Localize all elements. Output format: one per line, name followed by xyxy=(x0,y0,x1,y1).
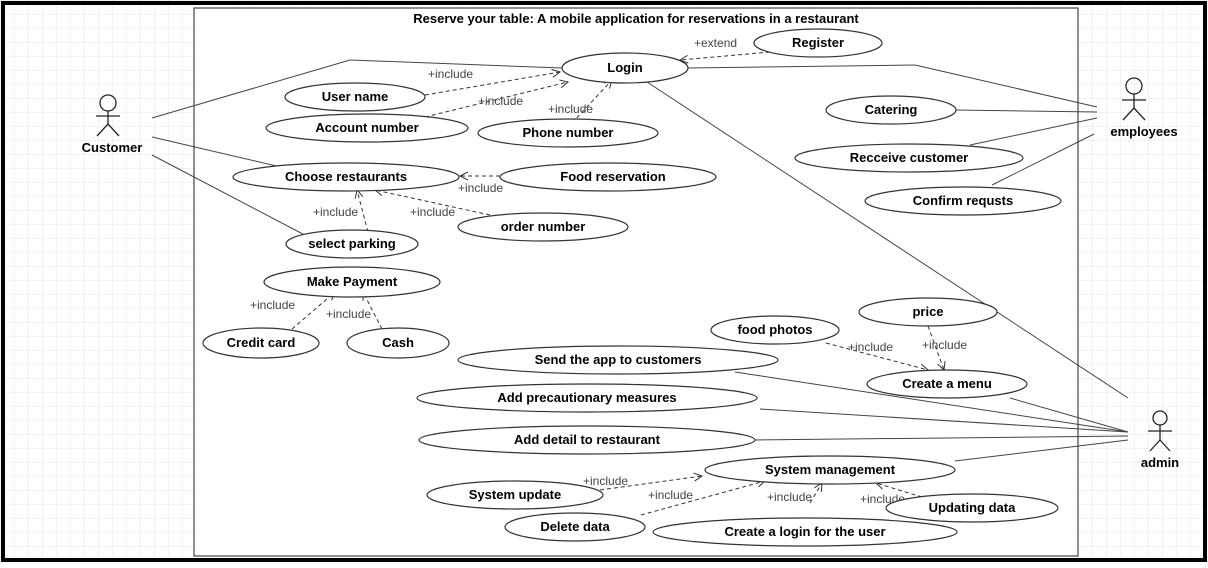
relation-labels: +extend +include +include +include +incl… xyxy=(250,36,967,506)
use-case-add-detail: Add detail to restaurant xyxy=(514,432,661,447)
use-case-make-payment: Make Payment xyxy=(307,274,398,289)
use-case-send-app: Send the app to customers xyxy=(535,352,702,367)
use-case-select-parking: select parking xyxy=(308,236,395,251)
actor-employees-label: employees xyxy=(1110,124,1177,139)
diagram-title: Reserve your table: A mobile application… xyxy=(413,11,859,26)
include-label-select-parking: +include xyxy=(313,205,358,219)
association-lines xyxy=(151,59,1129,462)
use-case-receive-customer: Recceive customer xyxy=(850,150,969,165)
include-label-food-photos: +include xyxy=(848,340,893,354)
include-label-order-number: +include xyxy=(410,205,455,219)
use-case-system-update: System update xyxy=(469,487,561,502)
include-label-phone-number: +include xyxy=(548,102,593,116)
include-label-user-name: +include xyxy=(428,67,473,81)
use-case-catering: Catering xyxy=(865,102,918,117)
use-case-price: price xyxy=(912,304,943,319)
use-case-register: Register xyxy=(792,35,844,50)
use-case-order-number: order number xyxy=(501,219,586,234)
include-label-cash: +include xyxy=(326,307,371,321)
use-case-food-reservation: Food reservation xyxy=(560,169,666,184)
use-case-delete-data: Delete data xyxy=(540,519,610,534)
include-label-system-update: +include xyxy=(583,474,628,488)
use-case-precautionary-measures: Add precautionary measures xyxy=(497,390,676,405)
use-case-user-name: User name xyxy=(322,89,388,104)
use-case-create-login: Create a login for the user xyxy=(724,524,885,539)
actor-customer-figure xyxy=(96,94,120,137)
actor-employees-figure xyxy=(1122,77,1146,121)
use-case-cash: Cash xyxy=(382,335,414,350)
use-case-login: Login xyxy=(607,60,642,75)
include-label-food-reservation: +include xyxy=(458,181,503,195)
include-label-create-login: +include xyxy=(767,490,812,504)
actor-admin-figure xyxy=(1148,410,1172,452)
use-case-confirm-requests: Confirm requsts xyxy=(913,193,1013,208)
use-case-credit-card: Credit card xyxy=(227,335,296,350)
use-case-phone-number: Phone number xyxy=(522,125,613,140)
include-label-credit-card: +include xyxy=(250,298,295,312)
use-case-food-photos: food photos xyxy=(737,322,812,337)
extend-label-register: +extend xyxy=(694,36,737,50)
use-case-account-number: Account number xyxy=(315,120,418,135)
use-case-updating-data: Updating data xyxy=(929,500,1016,515)
dependency-lines xyxy=(291,51,944,516)
include-label-delete-data: +include xyxy=(648,488,693,502)
use-case-shapes xyxy=(202,28,1062,547)
use-case-system-management: System management xyxy=(765,462,896,477)
include-label-account-number: +include xyxy=(478,94,523,108)
use-case-choose-restaurants: Choose restaurants xyxy=(285,169,407,184)
actor-customer-label: Customer xyxy=(82,140,143,155)
include-label-price: +include xyxy=(922,338,967,352)
use-case-create-menu: Create a menu xyxy=(902,376,992,391)
actor-admin-label: admin xyxy=(1141,455,1179,470)
